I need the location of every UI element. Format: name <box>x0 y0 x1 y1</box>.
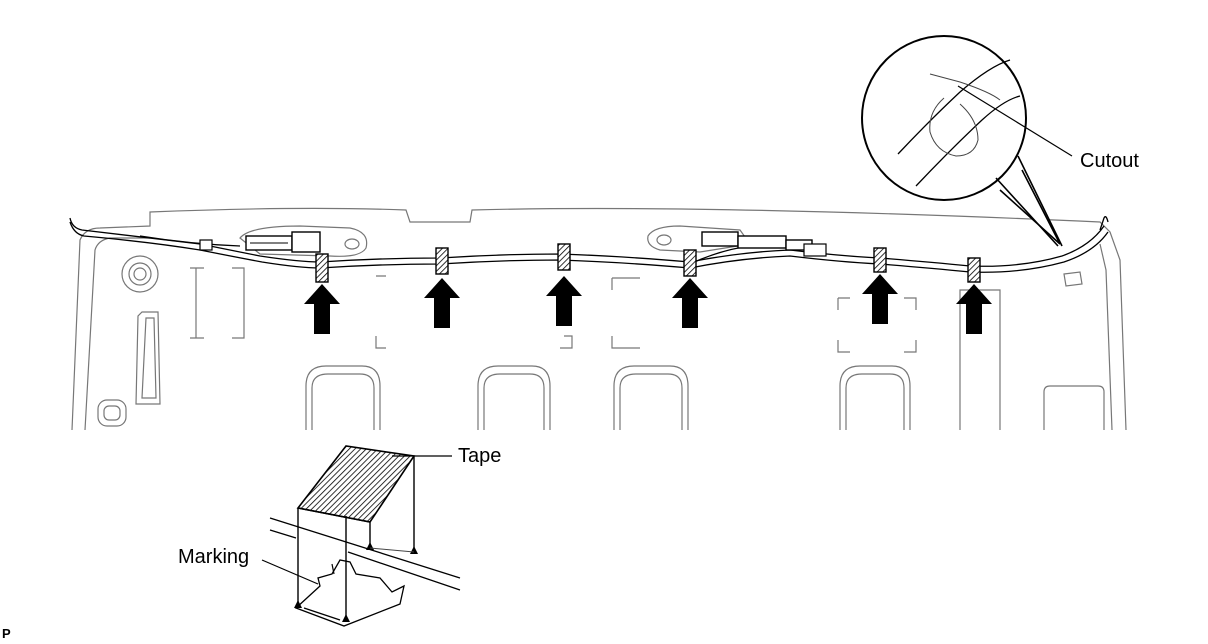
tape-segment <box>967 257 981 283</box>
arrow-up-icon <box>546 276 582 326</box>
connector-middle <box>701 231 827 257</box>
tape-label: Tape <box>458 445 501 467</box>
arrows <box>304 274 992 334</box>
arrow-up-icon <box>424 278 460 328</box>
roof-headliner <box>71 207 1127 431</box>
arrow-up-icon <box>862 274 898 324</box>
wire-harness <box>69 216 1109 273</box>
arrow-up-icon <box>672 278 708 328</box>
tape-segments <box>315 243 981 283</box>
figure-code: P <box>2 626 11 641</box>
arrow-up-icon <box>956 284 992 334</box>
tape-segment <box>683 249 697 277</box>
tape-detail <box>261 445 461 627</box>
cutout-detail <box>861 35 1073 247</box>
marking-label: Marking <box>178 546 249 568</box>
connector-left <box>199 231 321 253</box>
tape-segment <box>435 247 449 275</box>
arrow-up-icon <box>304 284 340 334</box>
cutout-label: Cutout <box>1080 150 1139 172</box>
tape-segment <box>315 253 329 283</box>
tape-segment <box>873 247 887 273</box>
tape-segment <box>557 243 571 271</box>
